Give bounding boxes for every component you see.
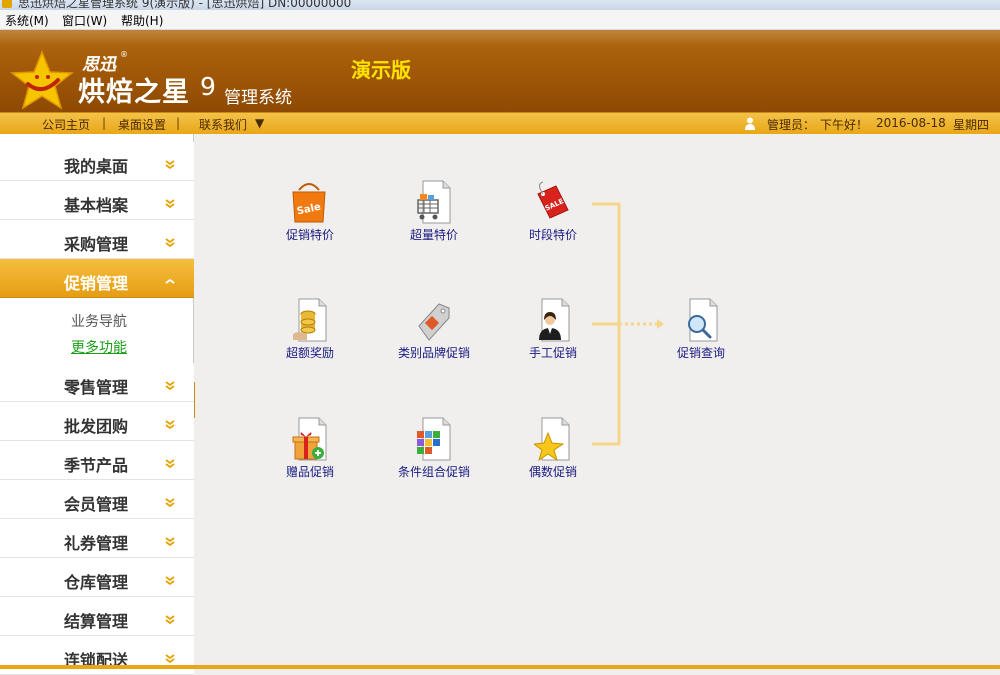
sidebar-item-wholesale[interactable]: 批发团购 (0, 402, 194, 441)
chevron-down-icon (165, 238, 175, 247)
admin-label: 管理员： (767, 118, 816, 132)
bottom-status-strip (0, 665, 1000, 669)
svg-text:Sale: Sale (296, 202, 322, 218)
sidebar-item-label: 我的桌面 (64, 157, 129, 176)
sidebar-item-settlement[interactable]: 结算管理 (0, 597, 194, 636)
window-title: 思迅烘焙之星管理系统 9(演示版) - [思迅烘焙] DN:00000000 (18, 0, 352, 10)
sidebar-item-promotion[interactable]: 促销管理 (0, 259, 194, 298)
chevron-down-icon (165, 199, 175, 208)
sidebar-item-my-desktop[interactable]: 我的桌面 (0, 142, 194, 181)
nav-contact-us[interactable]: 联系我们 (199, 118, 248, 132)
func-even-number-promo[interactable]: 偶数促销 (508, 417, 598, 487)
chevron-down-icon (165, 160, 175, 169)
sidebar-item-label: 批发团购 (64, 417, 129, 436)
brand-system: 管理系统 (224, 88, 292, 108)
nav-separator: | (176, 116, 181, 130)
sidebar: 我的桌面 基本档案 采购管理 促销管理 业务导航 更多功能 零售管理 批发团购 … (0, 134, 194, 675)
app-header: 思迅 ® 烘焙之星 9 管理系统 演示版 (0, 30, 1000, 112)
chevron-down-icon (165, 576, 175, 585)
sale-bag-icon: Sale (292, 183, 326, 223)
star-icon (534, 417, 570, 461)
func-promo-special[interactable]: Sale 促销特价 (265, 180, 355, 250)
color-blocks-icon (417, 417, 451, 461)
menu-system[interactable]: 系统(M) (5, 14, 49, 28)
chevron-down-icon[interactable]: ▼ (255, 116, 265, 130)
brand-name: 烘焙之星 (78, 77, 190, 108)
func-label: 手工促销 (528, 346, 577, 360)
nav-separator: | (102, 116, 107, 130)
sidebar-item-label: 季节产品 (64, 456, 129, 475)
func-label: 赠品促销 (285, 465, 334, 479)
flow-connector (592, 202, 664, 446)
sidebar-item-label: 促销管理 (64, 274, 129, 293)
func-gift-promo[interactable]: 赠品促销 (265, 417, 355, 487)
nav-bar: 公司主页 | 桌面设置 | 联系我们 ▼ 管理员： 下午好！ 2016-08-1… (0, 112, 1000, 134)
coins-icon (293, 298, 327, 342)
current-date: 2016-08-18 (876, 116, 946, 130)
nav-company-home[interactable]: 公司主页 (42, 118, 91, 132)
func-label: 偶数促销 (528, 465, 577, 479)
greeting: 下午好！ (820, 118, 869, 132)
sidebar-item-retail[interactable]: 零售管理 (0, 363, 194, 402)
brand-registered: ® (120, 50, 128, 59)
app-icon (2, 0, 12, 8)
sidebar-item-label: 采购管理 (64, 235, 129, 254)
sidebar-item-warehouse[interactable]: 仓库管理 (0, 558, 194, 597)
func-label: 时段特价 (528, 228, 577, 242)
sidebar-item-voucher[interactable]: 礼券管理 (0, 519, 194, 558)
func-category-brand-promo[interactable]: 类别品牌促销 (389, 298, 479, 368)
star-logo-icon (10, 50, 74, 110)
main-content: Sale 促销特价 超量特价 SALE 时段特价 (195, 134, 1000, 669)
magnifier-icon (688, 298, 718, 342)
chevron-down-icon (165, 498, 175, 507)
chevron-down-icon (165, 381, 175, 390)
menu-window[interactable]: 窗口(W) (62, 14, 108, 28)
func-label: 促销特价 (285, 228, 334, 242)
staff-person-icon (539, 298, 570, 342)
func-label: 类别品牌促销 (397, 346, 470, 360)
sidebar-sub-more-functions[interactable]: 更多功能 (71, 340, 127, 356)
user-icon (745, 117, 755, 130)
sidebar-item-basic-files[interactable]: 基本档案 (0, 181, 194, 220)
func-label: 超额奖励 (285, 346, 334, 360)
sidebar-item-label: 基本档案 (64, 196, 129, 215)
price-tag-icon (418, 303, 450, 341)
shopping-cart-icon (417, 180, 451, 224)
chevron-down-icon (165, 615, 175, 624)
func-label: 促销查询 (676, 346, 725, 360)
func-label: 超量特价 (409, 228, 458, 242)
func-period-special[interactable]: SALE 时段特价 (508, 180, 598, 250)
menu-bar: 系统(M) 窗口(W) 帮助(H) (0, 10, 1000, 30)
chevron-down-icon (165, 420, 175, 429)
func-over-qty-special[interactable]: 超量特价 (389, 180, 479, 250)
brand-version: 9 (200, 72, 216, 101)
sidebar-item-label: 零售管理 (64, 378, 129, 397)
nav-desktop-settings[interactable]: 桌面设置 (118, 118, 167, 132)
window-titlebar: 思迅烘焙之星管理系统 9(演示版) - [思迅烘焙] DN:00000000 (0, 0, 1000, 10)
menu-help[interactable]: 帮助(H) (121, 14, 164, 28)
chevron-down-icon (165, 537, 175, 546)
chevron-down-icon (165, 459, 175, 468)
edition-label: 演示版 (351, 58, 411, 82)
func-amount-reward[interactable]: 超额奖励 (265, 298, 355, 368)
sidebar-item-chain-distribution[interactable]: 连锁配送 (0, 636, 194, 675)
func-label: 条件组合促销 (397, 465, 470, 479)
sidebar-item-member[interactable]: 会员管理 (0, 480, 194, 519)
sale-tag-icon: SALE (537, 181, 569, 219)
sidebar-item-label: 仓库管理 (64, 573, 129, 592)
func-promo-query[interactable]: 促销查询 (656, 298, 746, 368)
sidebar-item-label: 会员管理 (64, 495, 129, 514)
func-condition-combo-promo[interactable]: 条件组合促销 (389, 417, 479, 487)
chevron-up-icon (165, 278, 175, 284)
sidebar-item-seasonal[interactable]: 季节产品 (0, 441, 194, 480)
func-manual-promo[interactable]: 手工促销 (508, 298, 598, 368)
current-weekday: 星期四 (953, 118, 990, 132)
chevron-down-icon (165, 654, 175, 663)
sidebar-item-label: 礼券管理 (64, 534, 129, 553)
gift-box-icon (292, 417, 327, 461)
sidebar-sub-business-nav[interactable]: 业务导航 (71, 314, 127, 330)
brand-top: 思迅 (82, 55, 116, 75)
sidebar-item-label: 结算管理 (64, 612, 129, 631)
sidebar-item-purchase[interactable]: 采购管理 (0, 220, 194, 259)
